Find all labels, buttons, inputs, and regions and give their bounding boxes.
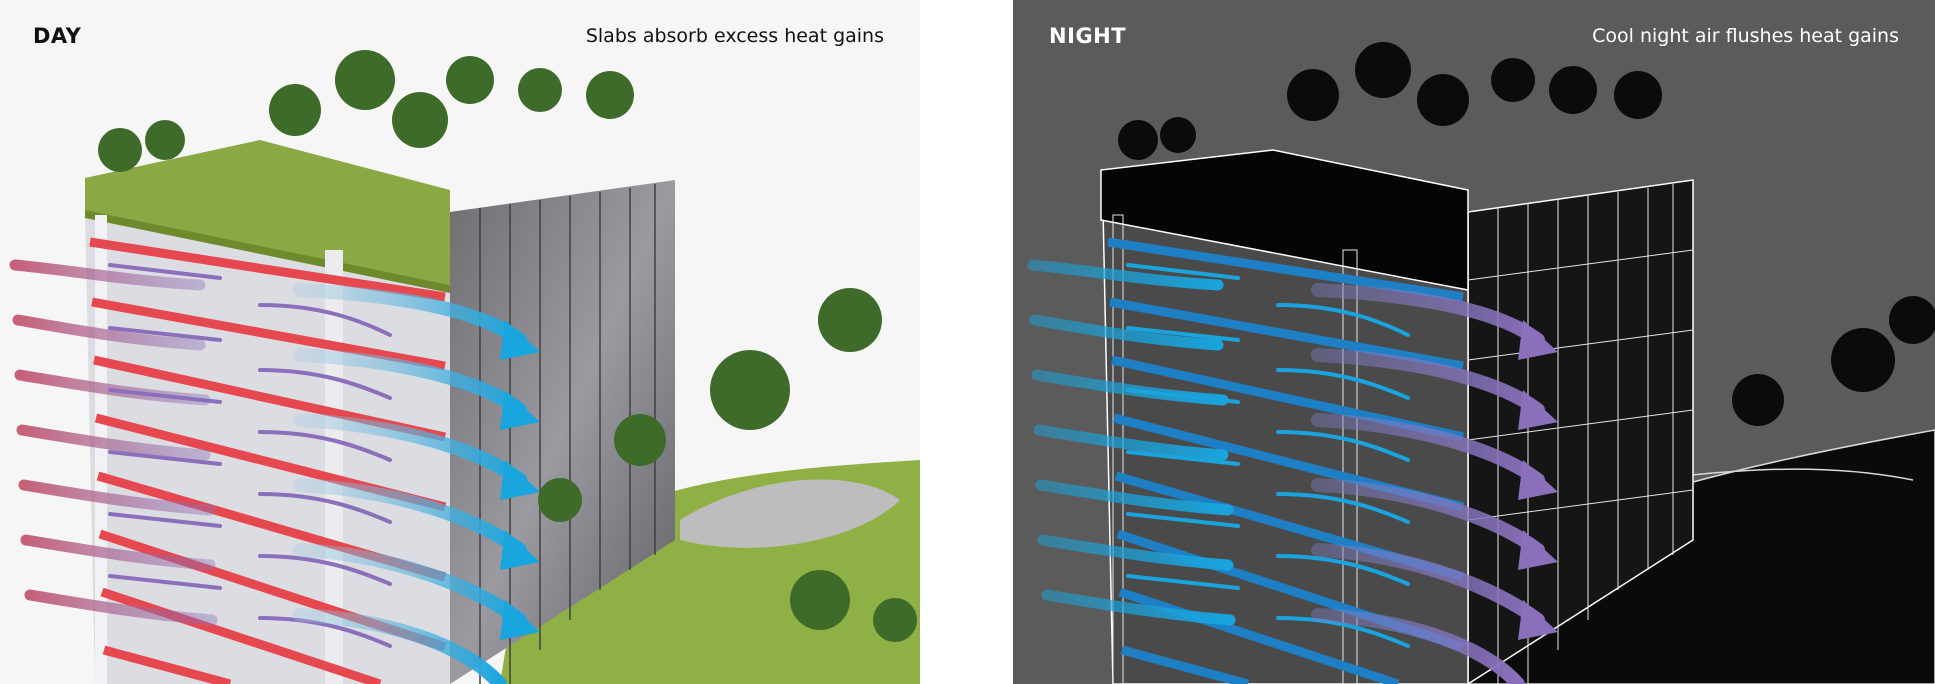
tree-icon — [1287, 69, 1339, 121]
tree-icon — [538, 478, 582, 522]
tree-icon — [1549, 66, 1597, 114]
tree-icon — [518, 68, 562, 112]
tree-icon — [1614, 71, 1662, 119]
night-heading: NIGHT — [1049, 24, 1127, 48]
column — [1342, 249, 1358, 684]
curved-arrow-icon — [1518, 530, 1558, 570]
airflow-arrowheads — [500, 320, 540, 640]
night-caption: Cool night air flushes heat gains — [1592, 25, 1899, 47]
column — [1112, 214, 1124, 684]
glass-mullions — [479, 184, 656, 684]
tree-icon — [269, 84, 321, 136]
tree-icon — [790, 570, 850, 630]
tree-icon — [1732, 374, 1784, 426]
tree-icon — [614, 414, 666, 466]
cool-air-internal — [1126, 263, 1410, 648]
curved-arrow-icon — [1518, 600, 1558, 640]
tree-icon — [710, 350, 790, 430]
roof — [1100, 149, 1469, 291]
tree-icon — [98, 128, 142, 172]
tree-icon — [392, 92, 448, 148]
tree-icon — [1491, 58, 1535, 102]
roof-edge — [85, 210, 450, 293]
warm-air-outflow — [1311, 283, 1545, 684]
column — [95, 215, 107, 684]
curved-arrow-icon — [500, 530, 540, 570]
tree-icon — [1831, 328, 1895, 392]
tree-icon — [1417, 74, 1469, 126]
tree-icon — [335, 50, 395, 110]
day-caption: Slabs absorb excess heat gains — [585, 25, 884, 47]
curved-arrow-icon — [500, 320, 540, 360]
tree-icon — [818, 288, 882, 352]
curved-arrow-icon — [500, 390, 540, 430]
day-heading: DAY — [33, 24, 82, 48]
curved-arrow-icon — [500, 460, 540, 500]
night-panel: NIGHT Cool night air flushes heat gains — [1013, 0, 1935, 684]
day-building-illustration — [9, 50, 920, 684]
landscape-path — [680, 479, 900, 548]
trees — [98, 50, 917, 642]
trees — [1118, 42, 1935, 426]
curved-arrow-icon — [500, 600, 540, 640]
night-building-illustration — [1027, 42, 1935, 684]
airflow-arrowheads — [1518, 320, 1558, 640]
warm-air-internal — [108, 263, 392, 648]
glass-mullions — [1467, 184, 1694, 684]
warm-air-inflow — [9, 259, 218, 626]
tree-icon — [1160, 117, 1196, 153]
tree-icon — [1355, 42, 1411, 98]
curved-arrow-icon — [1518, 390, 1558, 430]
tree-icon — [586, 71, 634, 119]
green-roof — [85, 140, 450, 285]
tree-icon — [873, 598, 917, 642]
day-panel: DAY Slabs absorb excess heat gains — [0, 0, 920, 684]
tree-icon — [145, 120, 185, 160]
curved-arrow-icon — [1518, 460, 1558, 500]
curved-arrow-icon — [1518, 320, 1558, 360]
tree-icon — [1889, 296, 1935, 344]
tree-icon — [1118, 120, 1158, 160]
air-outflow — [293, 283, 527, 684]
tree-icon — [446, 56, 494, 104]
